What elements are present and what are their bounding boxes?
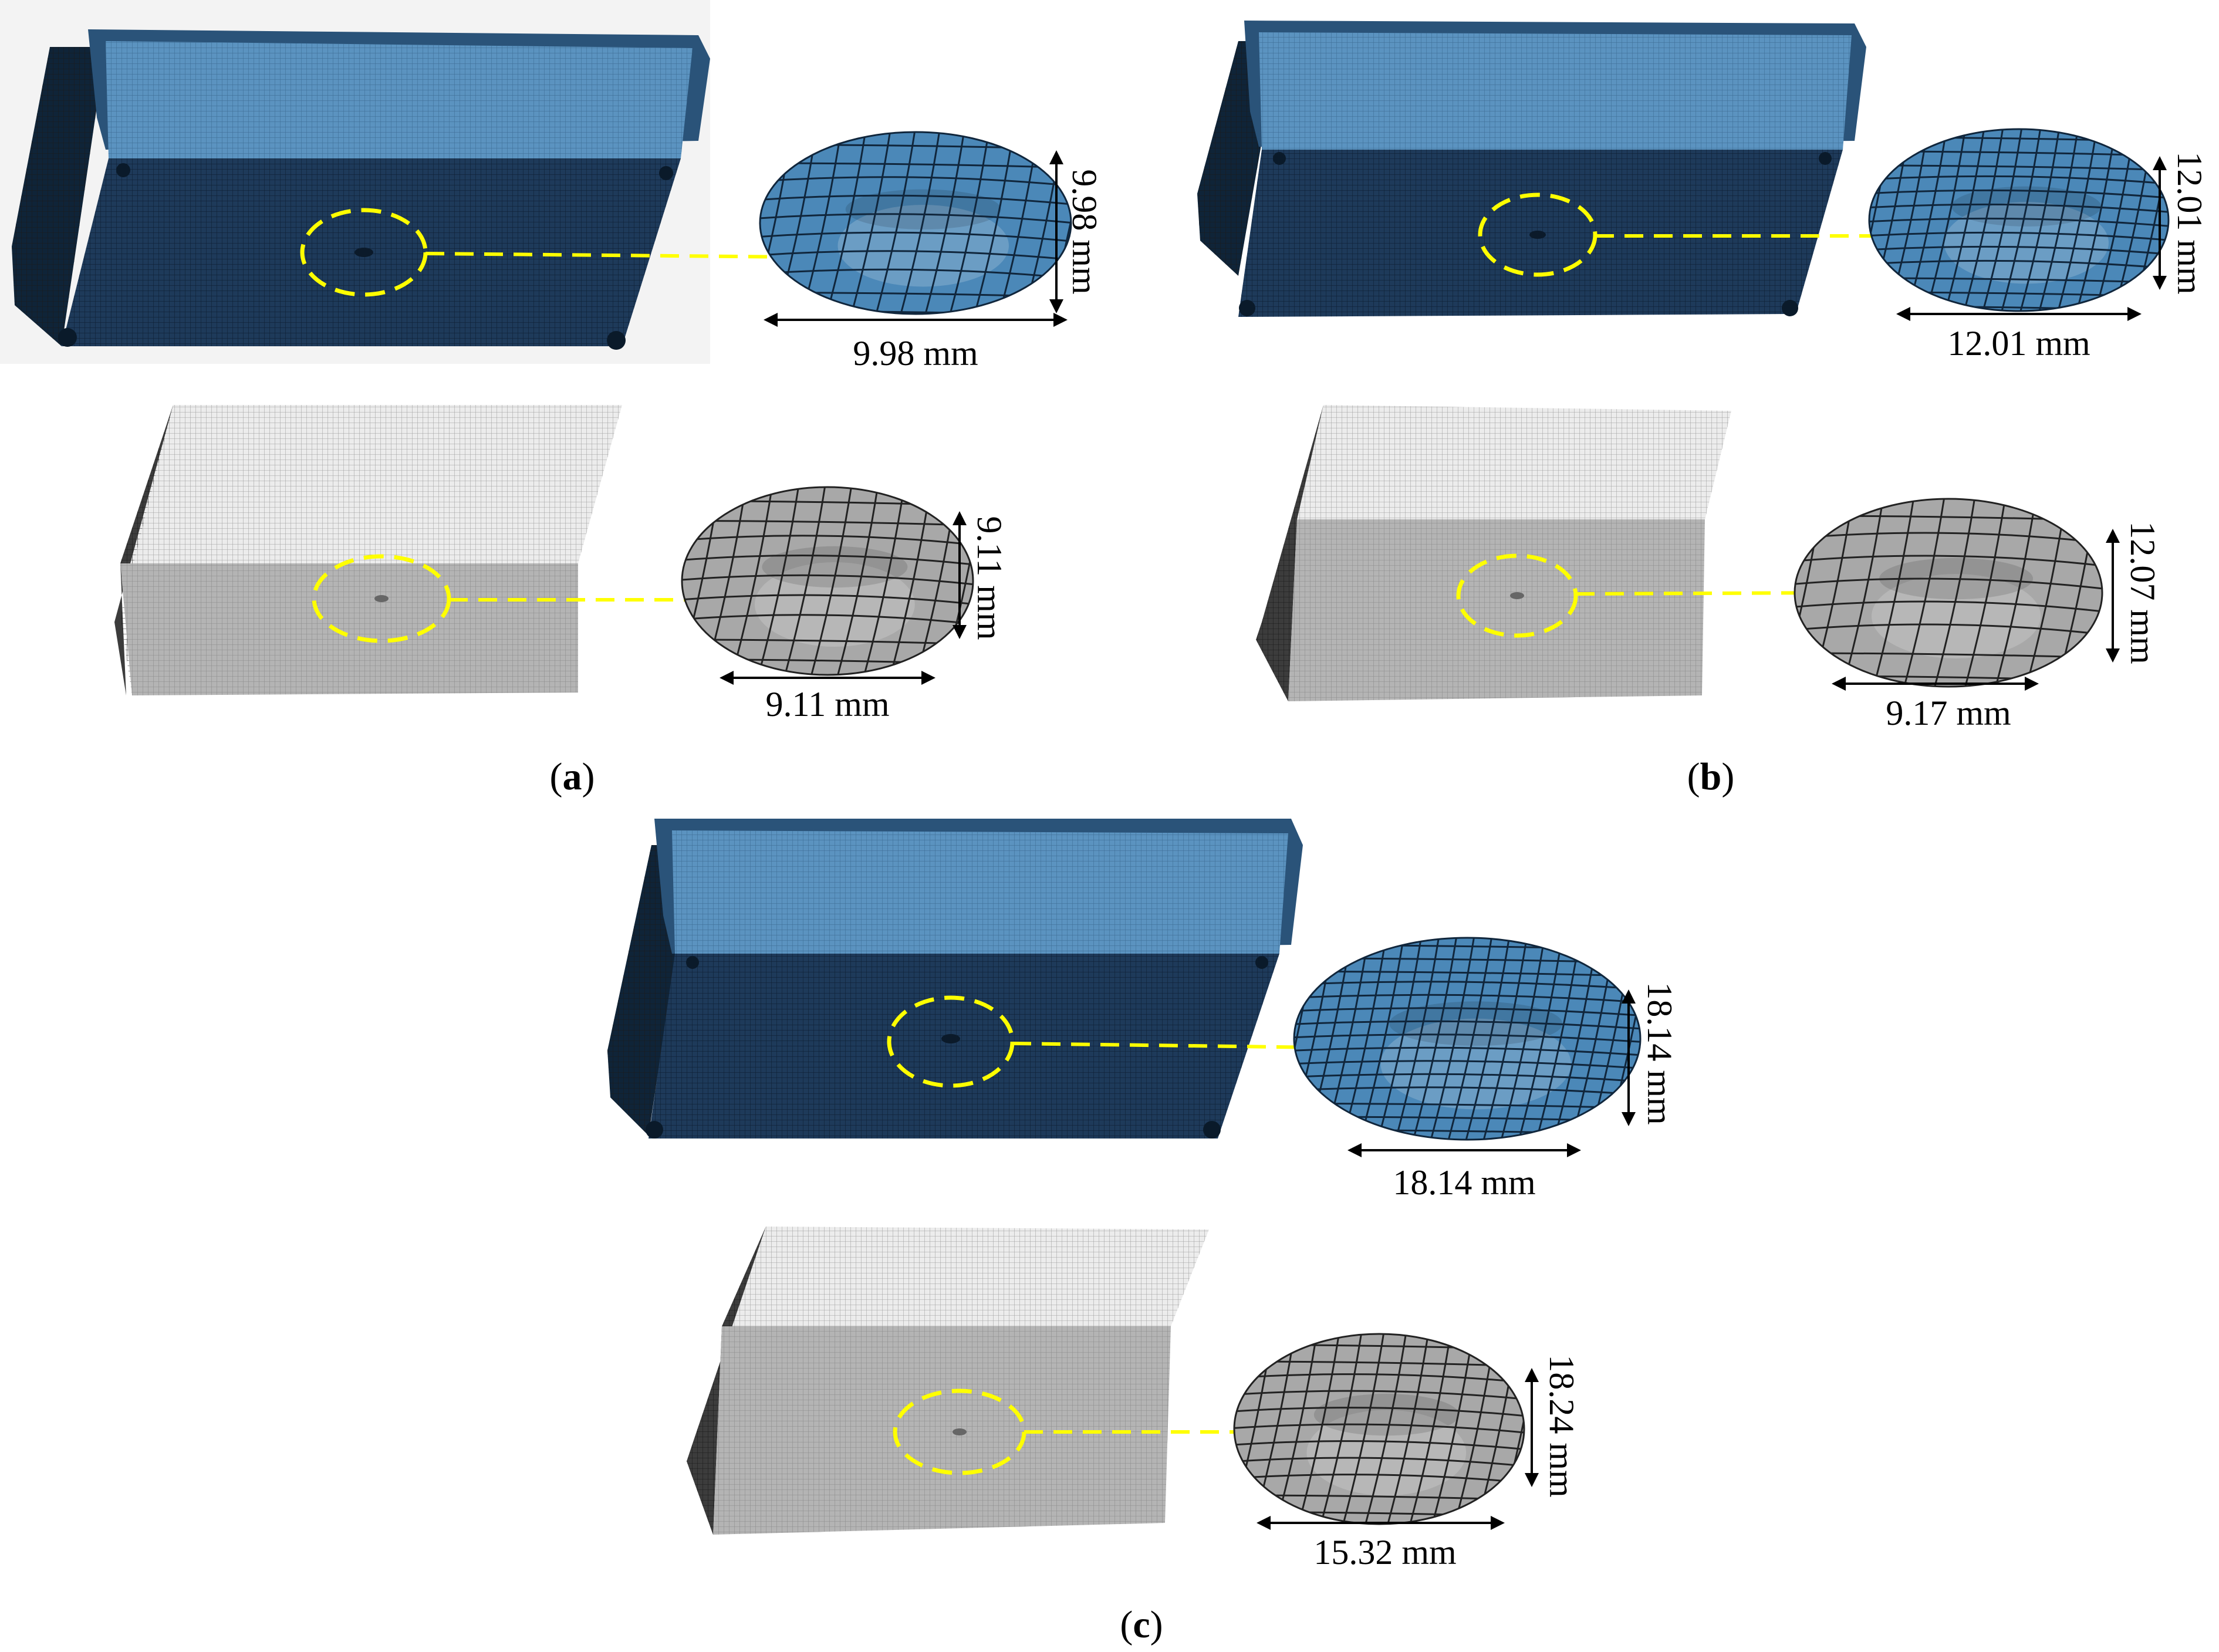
panel-c-bottom-vertical-label: 18.24 mm (1542, 1354, 1581, 1497)
panel-c-gray-model (687, 1227, 1209, 1535)
panel-c-bottom-horizontal-label: 15.32 mm (1313, 1533, 1456, 1572)
panel-b-gray-model (1256, 405, 1731, 701)
panel-b-bottom-marker-circle (1456, 553, 1578, 638)
panel-b-top-horizontal-label: 12.01 mm (1947, 324, 2090, 363)
panel-a-top-marker-arrow (425, 248, 801, 266)
panel-a-bottom-vertical-label: 9.11 mm (970, 516, 1009, 640)
panel-b-caption: (b) (1687, 755, 1735, 798)
panel-b-bottom-marker-arrow (1575, 584, 1834, 602)
panel-a-gray-model (114, 405, 622, 695)
panel-c-top-marker-arrow (1012, 1038, 1326, 1056)
panel-b-bottom-vertical-label: 12.07 mm (2123, 521, 2162, 664)
panel-b-top-vertical-label: 12.01 mm (2170, 151, 2209, 294)
panel-c-top-vertical-label: 18.14 mm (1640, 982, 1679, 1124)
panel-a-top-zoom-ellipse (759, 131, 1072, 315)
panel-a-blue-model (0, 0, 710, 364)
panel-c-top-horizontal-label: 18.14 mm (1393, 1163, 1535, 1202)
panel-a: 9.98 mm 9.98 mm 9.11 mm 9.11 mm (a) (0, 0, 1104, 798)
panel-a-bottom-horizontal-label: 9.11 mm (765, 685, 889, 724)
panel-a-bottom-zoom-ellipse (681, 486, 974, 676)
panel-a-caption: (a) (550, 755, 595, 798)
panel-b-blue-model (1197, 21, 1866, 317)
panel-c-caption: (c) (1120, 1603, 1163, 1646)
panel-c-blue-model (607, 819, 1303, 1139)
panel-b: 12.01 mm 12.01 mm 9.17 mm 12.07 mm (b) (1197, 21, 2209, 798)
panel-a-top-horizontal-label: 9.98 mm (853, 334, 978, 373)
panel-a-top-vertical-label: 9.98 mm (1065, 169, 1104, 294)
panel-c-top-marker-circle (887, 995, 1015, 1088)
panel-b-bottom-horizontal-label: 9.17 mm (1886, 694, 2011, 732)
panel-a-top-marker-circle (300, 208, 428, 297)
